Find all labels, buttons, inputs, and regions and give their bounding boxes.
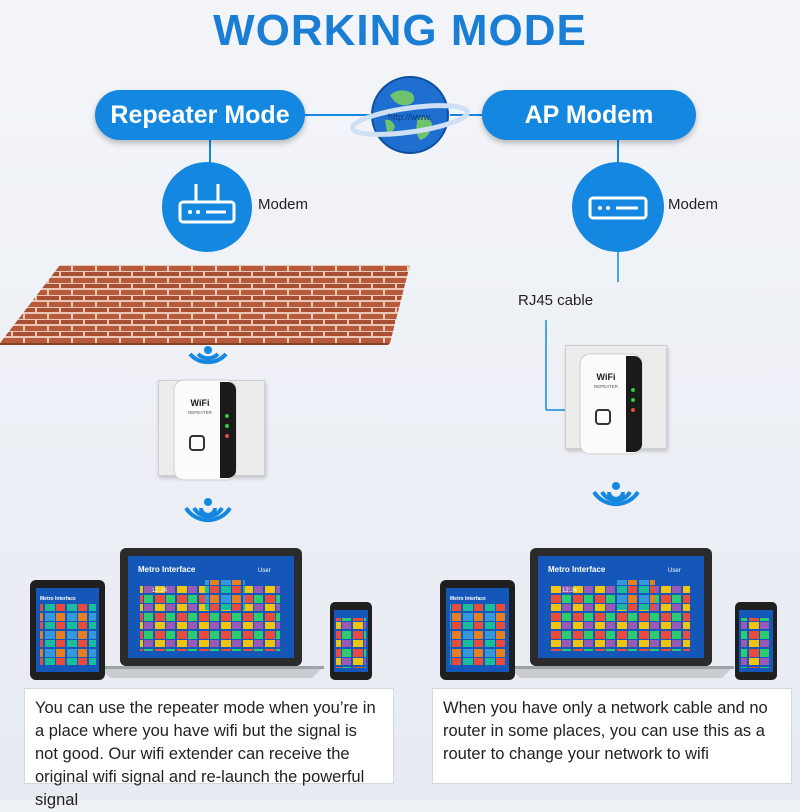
rj45-cable-label: RJ45 cable bbox=[518, 292, 594, 309]
laptop-clock: 12:24 bbox=[562, 588, 578, 594]
page-title: WORKING MODE bbox=[213, 6, 587, 55]
client-devices: Metro Interface User 12:24 Metro Interfa… bbox=[30, 548, 777, 680]
ap-mode-description: When you have only a network cable and n… bbox=[432, 688, 792, 784]
repeater-mode-description: You can use the repeater mode when you’r… bbox=[24, 688, 394, 809]
right-tablet: Metro Interface bbox=[440, 580, 515, 680]
left-laptop: Metro Interface User 12:24 bbox=[98, 548, 324, 678]
device-brand: WiFi bbox=[191, 398, 210, 408]
ap-modem-label: AP Modem bbox=[482, 90, 696, 140]
left-modem-label: Modem bbox=[258, 196, 309, 213]
laptop-screen-title: Metro Interface bbox=[138, 565, 196, 574]
globe-label: http://www. bbox=[387, 112, 432, 122]
right-laptop: Metro Interface User 12:24 bbox=[508, 548, 734, 678]
repeater-mode-label: Repeater Mode bbox=[95, 90, 305, 140]
tablet-screen-title: Metro Interface bbox=[450, 596, 486, 602]
left-modem-icon bbox=[162, 162, 252, 252]
right-modem-label: Modem bbox=[668, 196, 719, 213]
laptop-screen-title: Metro Interface bbox=[548, 565, 606, 574]
device-brand-sub: REPEATER bbox=[188, 410, 213, 415]
tablet-screen-title: Metro Interface bbox=[40, 596, 76, 602]
device-brand-sub: REPEATER bbox=[594, 384, 619, 389]
right-wifi-repeater: WiFi REPEATER bbox=[579, 353, 643, 455]
right-phone bbox=[735, 602, 777, 680]
laptop-user-label: User bbox=[258, 568, 271, 574]
connector-lines bbox=[209, 114, 619, 165]
wifi-signal-icon bbox=[592, 482, 640, 507]
laptop-clock: 12:24 bbox=[152, 588, 168, 594]
laptop-user-label: User bbox=[668, 568, 681, 574]
left-tablet: Metro Interface bbox=[30, 580, 105, 680]
left-wifi-repeater: WiFi REPEATER bbox=[173, 379, 237, 481]
right-modem-icon bbox=[572, 162, 664, 252]
left-phone bbox=[330, 602, 372, 680]
wifi-signal-icon bbox=[188, 346, 228, 365]
globe-icon bbox=[350, 76, 470, 154]
wifi-signal-icon bbox=[184, 498, 232, 523]
brick-wall bbox=[0, 265, 410, 345]
device-brand: WiFi bbox=[597, 372, 616, 382]
